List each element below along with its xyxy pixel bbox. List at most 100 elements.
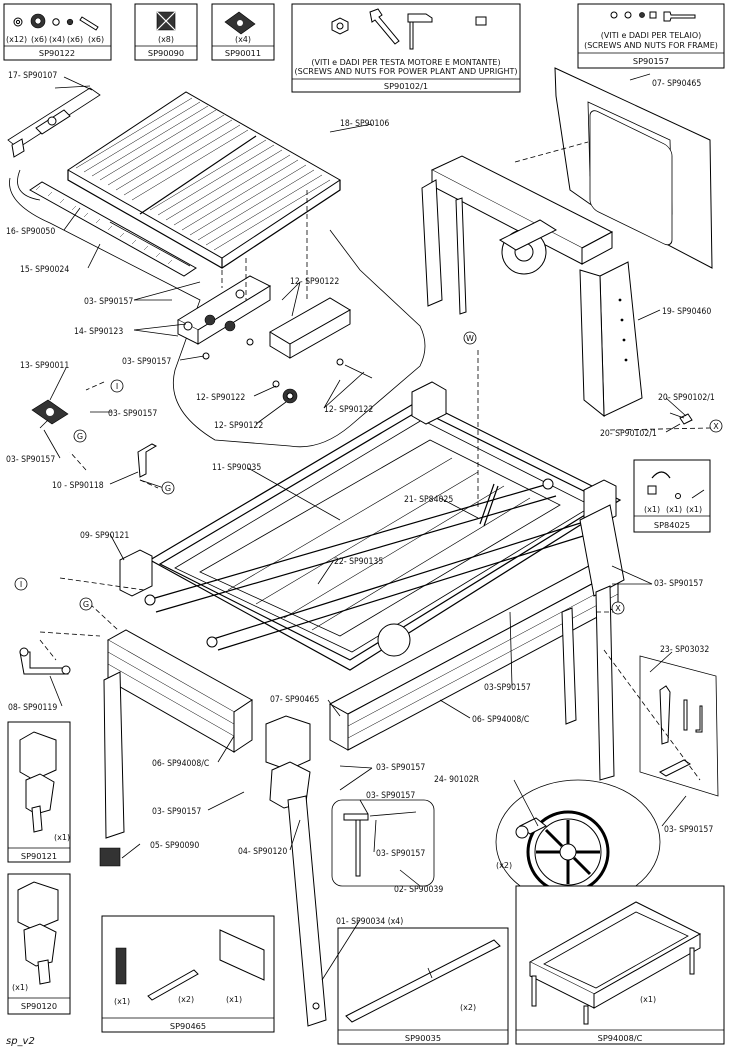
callout: 03- SP90157	[152, 807, 201, 817]
part-code: SP90102/1	[384, 81, 428, 91]
part-code: SP90120	[21, 1001, 57, 1011]
callout: 21- SP84025	[404, 495, 453, 505]
qty-label: (x1)	[686, 505, 702, 514]
callout: 03- SP90157	[376, 763, 425, 773]
svg-text:I: I	[20, 580, 22, 589]
marker-X-1: X	[709, 419, 723, 433]
box-sp90122: (x12) (x6) (x4) (x6) (x6) SP90122	[3, 3, 112, 61]
callout: 04- SP90120	[238, 847, 287, 857]
box-sp90157: (VITI e DADI PER TELAIO) (SCREWS AND NUT…	[577, 3, 725, 69]
callout: 08- SP90119	[8, 703, 57, 713]
callout: 20- SP90102/1	[658, 393, 715, 403]
marker-W: W	[463, 331, 477, 345]
guide-rail	[17, 169, 197, 277]
foot-cap	[99, 847, 121, 867]
callout: 10 - SP90118	[52, 481, 104, 491]
leader-lines	[43, 73, 687, 981]
callout-labels: 17- SP90107 18- SP90106 16- SP90050 15- …	[6, 71, 715, 927]
box-sp90121: (x1) SP90121	[7, 721, 71, 863]
bracket-assembly	[176, 190, 373, 404]
footer-version: sp_v2	[6, 1036, 35, 1047]
qty-label: (x2)	[178, 995, 194, 1004]
callout: 12- SP90122	[214, 421, 263, 431]
callout: 03- SP90157	[122, 357, 171, 367]
callout: 07- SP90465	[270, 695, 319, 705]
callout: 19- SP90460	[662, 307, 711, 317]
callout: 03- SP90157	[664, 825, 713, 835]
table-top	[67, 91, 341, 269]
qty-label: (x2)	[496, 861, 512, 870]
qty-label: (x1)	[54, 833, 70, 842]
qty-label: (x1)	[644, 505, 660, 514]
box-sp90102: (VITI e DADI PER TESTA MOTORE E MONTANTE…	[291, 3, 521, 93]
callout: 05- SP90090	[150, 841, 199, 851]
callout: 03- SP90157	[6, 455, 55, 465]
svg-text:G: G	[165, 484, 171, 493]
callout: 06- SP94008/C	[472, 715, 529, 725]
hose-21	[479, 483, 499, 527]
part-code: SP90035	[405, 1033, 441, 1043]
tools-detail	[639, 655, 719, 797]
callout: 11- SP90035	[212, 463, 261, 473]
upright-frame	[421, 155, 643, 418]
hose-detail	[19, 631, 101, 675]
qty-label: (x1)	[226, 995, 242, 1004]
knob-13	[31, 399, 69, 429]
box-sp90090: (x8) SP90090	[134, 3, 198, 61]
callout: 22- SP90135	[334, 557, 383, 567]
svg-text:X: X	[615, 604, 621, 613]
svg-text:G: G	[83, 600, 89, 609]
svg-text:X: X	[713, 422, 719, 431]
callout: 06- SP94008/C	[152, 759, 209, 769]
marker-G-2: G	[161, 481, 175, 495]
qty-label: (x4)	[49, 35, 65, 44]
part-code: SP94008/C	[598, 1033, 643, 1043]
box-sp90465: (x1) (x2) (x1) SP90465	[101, 915, 275, 1033]
box-sp84025: (x1) (x1) (x1) SP84025	[633, 459, 711, 533]
svg-text:W: W	[466, 334, 474, 343]
box-caption: (VITI e DADI PER TESTA MOTORE E MONTANTE…	[311, 58, 500, 67]
assembly-outline	[9, 177, 426, 448]
explode-lines	[59, 350, 711, 781]
qty-label: (x8)	[158, 35, 174, 44]
callout: 02- SP90039	[394, 885, 443, 895]
wheel-detail	[495, 779, 661, 905]
guard-plate	[514, 67, 713, 269]
callout: 12- SP90122	[290, 277, 339, 287]
qty-label: (x6)	[67, 35, 83, 44]
qty-label: (x6)	[31, 35, 47, 44]
qty-label: (x6)	[88, 35, 104, 44]
callout: 12- SP90122	[196, 393, 245, 403]
box-sp94008: (x1) SP94008/C	[515, 885, 725, 1045]
main-frame	[103, 381, 625, 1027]
callout: 01- SP90034 (x4)	[336, 917, 403, 927]
callout: 14- SP90123	[74, 327, 123, 337]
callout: 18- SP90106	[340, 119, 389, 129]
bracket-10	[137, 443, 165, 489]
callout: 03-SP90157	[484, 683, 531, 693]
box-caption: (VITI e DADI PER TELAIO)	[601, 31, 702, 40]
part-code: SP90011	[225, 48, 261, 58]
svg-text:I: I	[116, 382, 118, 391]
callout: 20- SP90102/1	[600, 429, 657, 439]
box-caption: (SCREWS AND NUTS FOR FRAME)	[584, 41, 718, 50]
marker-I-1: I	[110, 379, 124, 393]
callout: 03- SP90157	[84, 297, 133, 307]
callout: 03- SP90157	[654, 579, 703, 589]
callout: 24- 90102R	[434, 775, 480, 785]
marker-G-3: G	[79, 597, 93, 611]
callout: 16- SP90050	[6, 227, 55, 237]
part-code: SP84025	[654, 520, 690, 530]
callout: 17- SP90107	[8, 71, 57, 81]
marker-I-2: I	[14, 577, 28, 591]
callout: 03- SP90157	[366, 791, 415, 801]
svg-text:G: G	[77, 432, 83, 441]
qty-label: (x1)	[640, 995, 656, 1004]
box-sp90011: (x4) SP90011	[211, 3, 275, 61]
callout: 09- SP90121	[80, 531, 129, 541]
part-code: SP90121	[21, 851, 57, 861]
box-sp90035: (x2) SP90035	[337, 927, 509, 1045]
box-caption: (SCREWS AND NUTS FOR POWER PLANT AND UPR…	[295, 67, 518, 76]
box-sp90120: (x1) SP90120	[7, 873, 71, 1015]
